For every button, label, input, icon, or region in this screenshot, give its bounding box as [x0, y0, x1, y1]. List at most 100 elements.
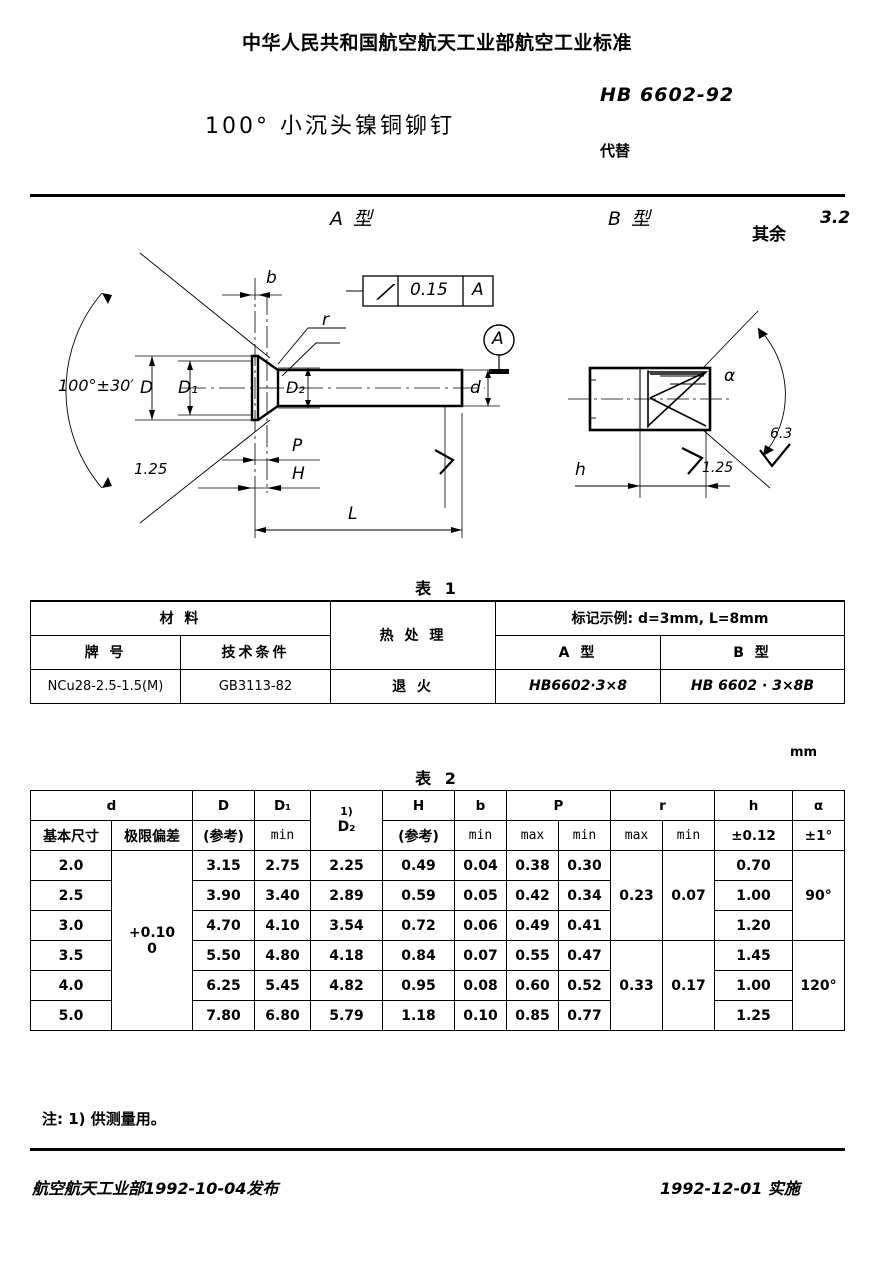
t2-cell-D1: 5.45	[254, 970, 311, 1001]
t2-header-b: b	[454, 790, 507, 821]
t2-cell-d: 5.0	[30, 1000, 112, 1031]
t2-cell-P-max: 0.55	[506, 940, 559, 971]
type-a-label: A 型	[330, 208, 375, 230]
t2-subheader-alpha-tol: ±1°	[792, 820, 845, 851]
t1-value-mark-b: HB 6602 · 3×8B	[660, 668, 845, 704]
table-row: 5.0 7.80 6.80 5.79 1.18 0.10 0.85 0.77 1…	[30, 1000, 845, 1031]
t1-header-marking-example: 标记示例: d=3mm, L=8mm	[495, 600, 845, 636]
t2-subheader-P-min: min	[558, 820, 611, 851]
t2-header-D1: D₁	[254, 790, 311, 821]
t2-cell-H: 0.72	[382, 910, 455, 941]
page-title: 100° 小沉头镍铜铆钉	[205, 114, 455, 139]
table-row: 2.5 3.90 3.40 2.89 0.59 0.05 0.42 0.34 1…	[30, 880, 845, 911]
ministry-title: 中华人民共和国航空航天工业部航空工业标准	[241, 32, 632, 54]
t2-cell-b: 0.05	[454, 880, 507, 911]
t2-subheader-D1-min: min	[254, 820, 311, 851]
t2-header-D: D	[192, 790, 255, 821]
replaces-label: 代替	[600, 142, 631, 160]
type-b-label: B 型	[608, 208, 653, 230]
t2-cell-b: 0.10	[454, 1000, 507, 1031]
table2-caption: 表 2	[415, 769, 460, 788]
table-material-heat-marking: 材 料 热 处 理 标记示例: d=3mm, L=8mm 牌 号 技术条件 A …	[30, 600, 845, 704]
dimension-r-label: r	[322, 310, 329, 330]
t2-cell-b: 0.06	[454, 910, 507, 941]
table-row: 基本尺寸 极限偏差 (参考) min (参考) min max min max …	[30, 820, 845, 851]
t2-cell-P-min: 0.77	[558, 1000, 611, 1031]
footer-issue-date: 航空航天工业部1992-10-04发布	[32, 1179, 279, 1198]
t1-header-type-a: A 型	[495, 634, 661, 670]
t2-header-r: r	[610, 790, 715, 821]
table2-footnote: 注: 1) 供测量用。	[42, 1110, 166, 1128]
dimension-h-label: h	[575, 460, 586, 480]
t2-subheader-h-tol: ±0.12	[714, 820, 793, 851]
t2-cell-P-min: 0.52	[558, 970, 611, 1001]
t2-cell-H: 0.95	[382, 970, 455, 1001]
surface-finish-b-value-2: 6.3	[770, 426, 793, 442]
dimension-d-label: d	[470, 378, 481, 398]
dimension-P-label: P	[292, 436, 303, 456]
dimension-D1-label: D₁	[178, 378, 198, 398]
drawing-canvas	[65, 252, 791, 538]
t2-cell-d: 3.0	[30, 910, 112, 941]
table-row: d D D₁ 1) D₂ H b P r h α	[30, 790, 845, 851]
t2-cell-D1: 4.80	[254, 940, 311, 971]
t2-cell-alpha: 120°	[792, 940, 845, 1031]
t2-deviation-upper: +0.10	[128, 924, 176, 941]
table-row: NCu28-2.5-1.5(M) GB3113-82 退 火 HB6602·3×…	[30, 668, 845, 704]
t2-cell-alpha: 90°	[792, 850, 845, 941]
t2-subheader-H-ref: (参考)	[382, 820, 455, 851]
tolerance-datum-ref: A	[472, 280, 484, 300]
t2-cell-r-max: 0.23	[610, 850, 663, 941]
t2-cell-D1: 4.10	[254, 910, 311, 941]
table-row: 材 料 热 处 理 标记示例: d=3mm, L=8mm	[30, 600, 845, 670]
surface-finish-b-value-1: 1.25	[702, 460, 734, 476]
t1-value-grade: NCu28-2.5-1.5(M)	[30, 668, 181, 704]
overall-roughness-value: 3.2	[820, 208, 851, 228]
standard-number: HB 6602-92	[600, 84, 735, 106]
t2-cell-D: 5.50	[192, 940, 255, 971]
t2-header-h: h	[714, 790, 793, 821]
header-divider-rule	[30, 194, 845, 197]
dimension-H-label: H	[292, 464, 305, 484]
t1-value-mark-a: HB6602·3×8	[495, 668, 661, 704]
t2-cell-d: 3.5	[30, 940, 112, 971]
t2-cell-P-max: 0.85	[506, 1000, 559, 1031]
t2-cell-r-max: 0.33	[610, 940, 663, 1031]
t2-cell-D: 6.25	[192, 970, 255, 1001]
table-row: 4.0 6.25 5.45 4.82 0.95 0.08 0.60 0.52 1…	[30, 970, 845, 1001]
dimension-b-label: b	[266, 268, 277, 288]
t2-header-D2-symbol: D₂	[337, 818, 356, 835]
t2-header-H: H	[382, 790, 455, 821]
t2-subheader-P-max: max	[506, 820, 559, 851]
t2-cell-b: 0.04	[454, 850, 507, 881]
t2-cell-D2: 5.79	[310, 1000, 383, 1031]
t1-header-spec: 技术条件	[180, 634, 331, 670]
t2-cell-d: 2.0	[30, 850, 112, 881]
t1-value-heat-treatment: 退 火	[330, 668, 496, 704]
t2-cell-P-min: 0.47	[558, 940, 611, 971]
table2-unit-label: mm	[790, 745, 818, 760]
t2-cell-r-min: 0.17	[662, 940, 715, 1031]
tolerance-symbol-icon: ⟋	[377, 280, 391, 304]
t2-cell-D: 3.15	[192, 850, 255, 881]
dimension-alpha-label: α	[724, 366, 736, 386]
table-row: 3.0 4.70 4.10 3.54 0.72 0.06 0.49 0.41 1…	[30, 910, 845, 941]
footer-effective-date: 1992-12-01 实施	[660, 1179, 800, 1198]
t2-cell-H: 1.18	[382, 1000, 455, 1031]
t2-cell-D1: 3.40	[254, 880, 311, 911]
t2-cell-h: 0.70	[714, 850, 793, 881]
t1-value-spec: GB3113-82	[180, 668, 331, 704]
t2-cell-h: 1.00	[714, 970, 793, 1001]
t2-cell-D: 3.90	[192, 880, 255, 911]
t2-header-d: d	[30, 790, 193, 821]
t2-subheader-r-min: min	[662, 820, 715, 851]
t2-cell-h: 1.45	[714, 940, 793, 971]
technical-drawing: A 型 B 型 其余 3.2 100°±30′ D D₁ D₂ d b r P …	[30, 198, 850, 553]
t2-subheader-r-max: max	[610, 820, 663, 851]
t1-header-heat-treatment: 热 处 理	[330, 600, 496, 670]
t2-cell-D2: 3.54	[310, 910, 383, 941]
t1-header-material: 材 料	[30, 600, 331, 636]
table-row: 牌 号 技术条件 A 型 B 型	[30, 634, 845, 670]
t2-cell-deviation: +0.10 0	[111, 850, 193, 1031]
